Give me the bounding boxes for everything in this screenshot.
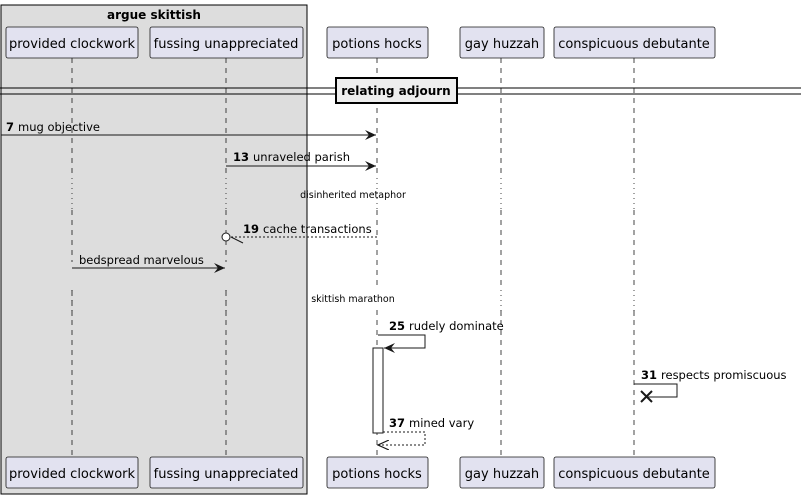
participants-bottom: provided clockwork fussing unappreciated… (5, 456, 716, 489)
participant-conspicuous-debutante-bottom[interactable]: conspicuous debutante (553, 456, 716, 489)
message-number: 13 (233, 150, 249, 164)
message-13: 13 unraveled parish (226, 150, 376, 171)
participant-provided-clockwork-bottom[interactable]: provided clockwork (5, 456, 139, 489)
participant-label: fussing unappreciated (154, 37, 299, 52)
delay-note: disinherited metaphor (300, 190, 406, 201)
message-25: 25 rudely dominate (378, 319, 504, 353)
participant-fussing-unappreciated-bottom[interactable]: fussing unappreciated (149, 456, 304, 489)
participant-label: conspicuous debutante (558, 37, 710, 52)
participant-label: conspicuous debutante (558, 467, 710, 482)
participant-potions-hocks-bottom[interactable]: potions hocks (326, 456, 429, 489)
participants-top: provided clockwork fussing unappreciated… (5, 26, 716, 59)
message-text: cache transactions (263, 222, 372, 236)
participant-label: gay huzzah (465, 37, 539, 52)
participant-label: provided clockwork (9, 37, 136, 52)
message-number: 31 (641, 368, 657, 382)
message-bedspread: bedspread marvelous (72, 253, 225, 273)
participant-provided-clockwork[interactable]: provided clockwork (5, 26, 139, 59)
group-box: argue skittish (0, 4, 308, 495)
message-number: 7 (6, 120, 14, 134)
participant-gay-huzzah[interactable]: gay huzzah (459, 26, 545, 59)
message-text: bedspread marvelous (79, 253, 204, 267)
delay-note: skittish marathon (311, 294, 395, 305)
delay-dots (71, 178, 635, 320)
message-text: mined vary (409, 416, 474, 430)
participant-label: fussing unappreciated (154, 467, 299, 482)
participant-label: gay huzzah (465, 467, 539, 482)
message-text: rudely dominate (409, 319, 504, 333)
divider-label: relating adjourn (341, 84, 450, 98)
message-number: 19 (243, 222, 259, 236)
participant-gay-huzzah-bottom[interactable]: gay huzzah (459, 456, 545, 489)
message-37: 37 mined vary (378, 416, 474, 445)
message-number: 37 (389, 416, 405, 430)
activation-bar (372, 347, 384, 434)
participant-label: potions hocks (332, 467, 422, 482)
destroy-icon (640, 390, 653, 403)
participant-fussing-unappreciated[interactable]: fussing unappreciated (149, 26, 304, 59)
message-number: 25 (389, 319, 405, 333)
participant-label: potions hocks (332, 37, 422, 52)
divider: relating adjourn (0, 77, 801, 104)
participant-potions-hocks[interactable]: potions hocks (326, 26, 429, 59)
message-text: mug objective (18, 120, 100, 134)
message-19: 19 cache transactions (221, 222, 377, 244)
participant-label: provided clockwork (9, 467, 136, 482)
message-text: respects promiscuous (661, 368, 787, 382)
message-7: 7 mug objective (1, 120, 376, 140)
participant-conspicuous-debutante[interactable]: conspicuous debutante (553, 26, 716, 59)
message-text: unraveled parish (253, 150, 350, 164)
message-31: 31 respects promiscuous (634, 368, 787, 403)
group-title: argue skittish (107, 8, 201, 22)
